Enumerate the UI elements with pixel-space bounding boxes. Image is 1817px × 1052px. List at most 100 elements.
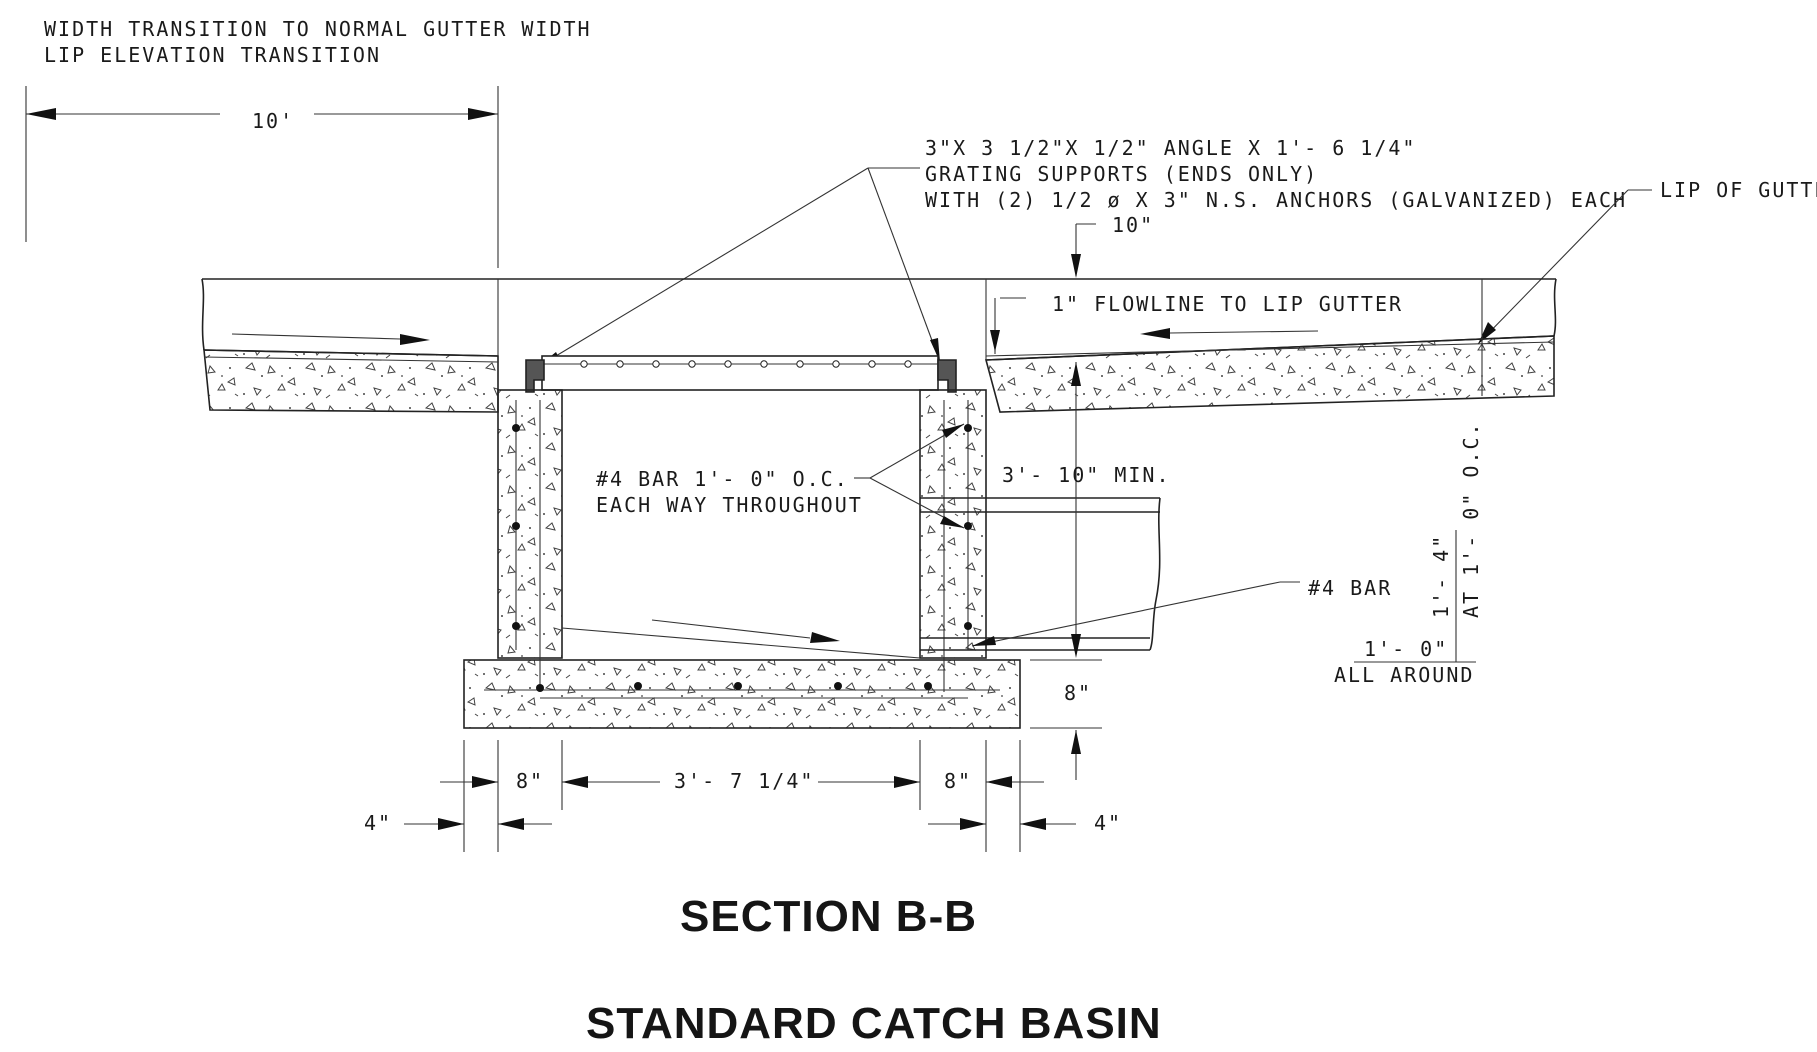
flow-arrow-right-icon: [810, 632, 840, 643]
arrow-up-icon: [1071, 730, 1081, 754]
transition-length-label: 10': [252, 109, 294, 133]
gutter-pavement: [201, 278, 1557, 413]
spacing-horiz-label: 1'- 0": [1364, 637, 1448, 661]
angle-leader-right: [867, 167, 941, 363]
offset-right-label: 4": [1094, 811, 1122, 835]
drawing-title: STANDARD CATCH BASIN: [586, 999, 1162, 1048]
outlet-pipe-break-line: [1149, 497, 1161, 651]
angle-note-line1: 3"X 3 1/2"X 1/2" ANGLE X 1'- 6 1/4": [925, 136, 1416, 160]
base-slab: [463, 659, 1021, 729]
grating: [525, 355, 957, 393]
rebar-dots: [512, 424, 972, 692]
arrow-left-icon: [498, 818, 524, 830]
wall-right-label: 8": [944, 769, 972, 793]
angle-leader-left: [535, 167, 869, 369]
grating-hole: [652, 360, 660, 368]
arrow-right-icon: [438, 818, 464, 830]
rebar-dot: [536, 684, 544, 692]
arrow-down-icon: [1071, 254, 1081, 278]
arrow-left-icon: [986, 776, 1012, 788]
arrow-left-icon: [562, 776, 588, 788]
leader-arrow-icon: [942, 424, 964, 438]
wall-left-label: 8": [516, 769, 544, 793]
rebar-dot: [734, 682, 742, 690]
grating-hole: [580, 360, 588, 368]
angle-support-right: [937, 359, 957, 393]
flow-arrow-left-shaft: [231, 333, 401, 340]
rebar-dot: [964, 622, 972, 630]
angle-note-line3: WITH (2) 1/2 ø X 3" N.S. ANCHORS (GALVAN…: [925, 188, 1627, 212]
single-bar-leader: [971, 581, 1281, 647]
flow-arrow-left-icon: [1140, 328, 1170, 339]
rebar-dot: [512, 424, 520, 432]
single-bar-note: #4 BAR: [971, 576, 1390, 647]
rebar-dot: [924, 682, 932, 690]
rebar-dot: [512, 522, 520, 530]
bar-spacing-note: #4 BAR 1'- 0" O.C. EACH WAY THROUGHOUT: [596, 423, 965, 529]
arrow-down-icon: [1071, 634, 1081, 658]
lip-width-dimension: 10": [1071, 213, 1154, 278]
inside-width-label: 3'- 7 1/4": [674, 769, 814, 793]
break-line-right: [1553, 278, 1557, 337]
rebar-dot: [512, 622, 520, 630]
angle-support-note: 3"X 3 1/2"X 1/2" ANGLE X 1'- 6 1/4" GRAT…: [535, 136, 1627, 369]
grating-hole: [796, 360, 804, 368]
offset-left-label: 4": [364, 811, 392, 835]
floor-flow-arrow-shaft: [651, 619, 811, 639]
rebar-dot: [964, 522, 972, 530]
right-gutter-surface-inner: [985, 341, 1555, 357]
all-around-label: ALL AROUND: [1334, 663, 1474, 687]
flowline-note: 1" FLOWLINE TO LIP GUTTER: [990, 292, 1403, 354]
spacing-vert-label1: 1'- 4": [1429, 534, 1453, 618]
break-line-left: [201, 278, 205, 351]
grating-holes: [580, 360, 912, 368]
left-wall: [497, 389, 563, 659]
bar-note-line1: #4 BAR 1'- 0" O.C.: [596, 467, 849, 491]
transition-note-line1: WIDTH TRANSITION TO NORMAL GUTTER WIDTH: [44, 17, 592, 41]
transition-note-line2: LIP ELEVATION TRANSITION: [44, 43, 381, 67]
transition-dimension: 10': [25, 86, 499, 268]
grating-hole: [616, 360, 624, 368]
basin-floor-slope: [561, 627, 921, 659]
lip-width-label: 10": [1112, 213, 1154, 237]
arrow-down-icon: [990, 330, 1000, 352]
arrow-right-icon: [894, 776, 920, 788]
width-dimensions: 8" 3'- 7 1/4" 8" 4" 4": [364, 740, 1122, 852]
arrow-right-icon: [960, 818, 986, 830]
grating-hole: [832, 360, 840, 368]
arrow-right-icon: [472, 776, 498, 788]
spacing-note: 1'- 0" ALL AROUND 1'- 4" AT 1'- 0" O.C.: [1334, 421, 1483, 687]
lip-of-gutter-label: LIP OF GUTTER: [1660, 178, 1817, 202]
grating-hole: [724, 360, 732, 368]
spacing-vert-label2: AT 1'- 0" O.C.: [1459, 421, 1483, 618]
rebar-dot: [834, 682, 842, 690]
transition-note: WIDTH TRANSITION TO NORMAL GUTTER WIDTH …: [44, 17, 592, 67]
grating-hole: [760, 360, 768, 368]
arrow-left-icon: [26, 108, 56, 120]
leader-arrow-icon: [972, 636, 996, 646]
leader-arrow-icon: [940, 516, 964, 528]
arrow-up-icon: [1071, 362, 1081, 386]
flow-arrow-right-icon: [400, 334, 430, 345]
grating-hole: [688, 360, 696, 368]
section-title: SECTION B-B: [680, 892, 977, 941]
left-gutter-surface-inner: [203, 356, 499, 363]
angle-note-line2: GRATING SUPPORTS (ENDS ONLY): [925, 162, 1318, 186]
arrow-left-icon: [1020, 818, 1046, 830]
bar-note-line2: EACH WAY THROUGHOUT: [596, 493, 863, 517]
min-depth-label: 3'- 10" MIN.: [1002, 463, 1171, 487]
slab-thickness-dimension: 8": [1030, 659, 1102, 780]
flow-arrow-right-shaft: [1169, 330, 1319, 334]
grating-body: [541, 355, 939, 391]
arrow-right-icon: [468, 108, 498, 120]
grating-hole: [868, 360, 876, 368]
right-gutter-surface: [985, 335, 1555, 361]
rebar-dot: [634, 682, 642, 690]
left-gutter-surface: [203, 349, 499, 357]
rebar-dot: [964, 424, 972, 432]
slab-thickness-label: 8": [1064, 681, 1092, 705]
flowline-label: 1" FLOWLINE TO LIP GUTTER: [1052, 292, 1403, 316]
grating-hole: [904, 360, 912, 368]
min-depth-dimension: 3'- 10" MIN.: [1002, 362, 1171, 658]
